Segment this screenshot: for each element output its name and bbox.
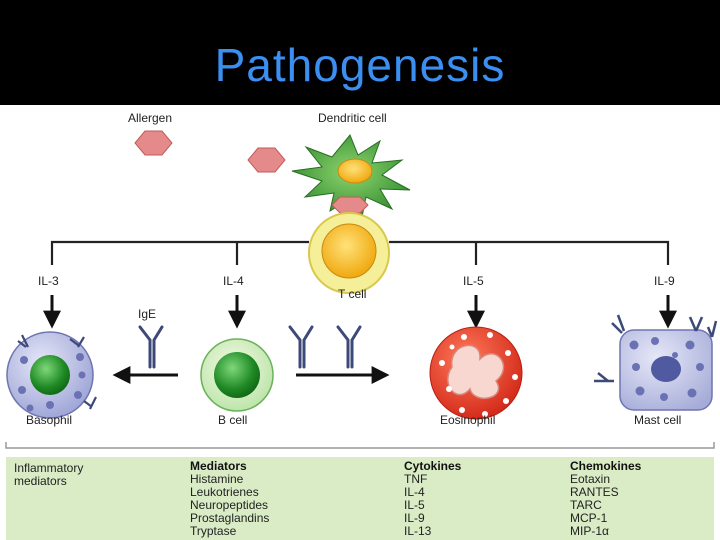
cytokine-item: IL-5 [404, 498, 425, 512]
cytokine-item: TNF [404, 472, 427, 486]
pathogenesis-figure: Allergen Dendritic cell T cell [0, 105, 720, 540]
il9-label: IL-9 [654, 274, 675, 288]
col-header-chemokines: Chemokines [570, 459, 642, 473]
chemokine-item: RANTES [570, 485, 619, 499]
basophil-cell [6, 331, 97, 419]
mediator-item: Neuropeptides [190, 498, 268, 512]
col-header-cytokines: Cytokines [404, 459, 462, 473]
il5-label: IL-5 [463, 274, 484, 288]
eosinophil-label: Eosinophil [440, 413, 495, 427]
dendritic-cell [291, 134, 411, 219]
chemokine-item: MIP-1α [570, 524, 609, 538]
bracket-line [5, 442, 715, 449]
allergen-hexagon-presented [331, 196, 369, 214]
t-cell-label: T cell [338, 287, 366, 301]
allergen-hexagon-1 [134, 130, 173, 156]
pathogenesis-diagram: Allergen Dendritic cell T cell [5, 111, 718, 540]
ige-antibody-icon-3 [336, 325, 362, 369]
il3-label: IL-3 [38, 274, 59, 288]
mediator-item: Histamine [190, 472, 244, 486]
il4-label: IL-4 [223, 274, 244, 288]
mediator-item: Leukotrienes [190, 485, 259, 499]
allergen-label: Allergen [128, 111, 172, 125]
mast-cell [594, 314, 718, 411]
chemokine-item: TARC [570, 498, 602, 512]
down-arrows [43, 295, 677, 329]
row-label-line-1: Inflammatory [14, 461, 83, 475]
eosinophil-cell [429, 326, 523, 420]
b-cell-label: B cell [218, 413, 247, 427]
allergen-hexagon-2 [247, 147, 286, 173]
chemokine-item: MCP-1 [570, 511, 608, 525]
mast-cell-label: Mast cell [634, 413, 681, 427]
cytokine-item: IL-13 [404, 524, 432, 538]
cytokine-item: IL-9 [404, 511, 425, 525]
mediator-item: Prostaglandins [190, 511, 269, 525]
cytokine-item: IL-4 [404, 485, 425, 499]
col-header-mediators: Mediators [190, 459, 247, 473]
chemokine-item: Eotaxin [570, 472, 610, 486]
mediators-table-background [6, 457, 714, 540]
b-cell [200, 338, 274, 412]
ige-antibody-icon [138, 325, 164, 369]
cytokine-branches [50, 240, 670, 265]
ige-label: IgE [138, 307, 156, 321]
basophil-label: Basophil [26, 413, 72, 427]
dendritic-cell-label: Dendritic cell [318, 111, 387, 125]
slide-title: Pathogenesis [214, 39, 506, 91]
mediator-item: Tryptase [190, 524, 237, 538]
t-cell [308, 212, 390, 294]
ige-antibody-icon-2 [288, 325, 314, 369]
row-label-line-2: mediators [14, 474, 67, 488]
